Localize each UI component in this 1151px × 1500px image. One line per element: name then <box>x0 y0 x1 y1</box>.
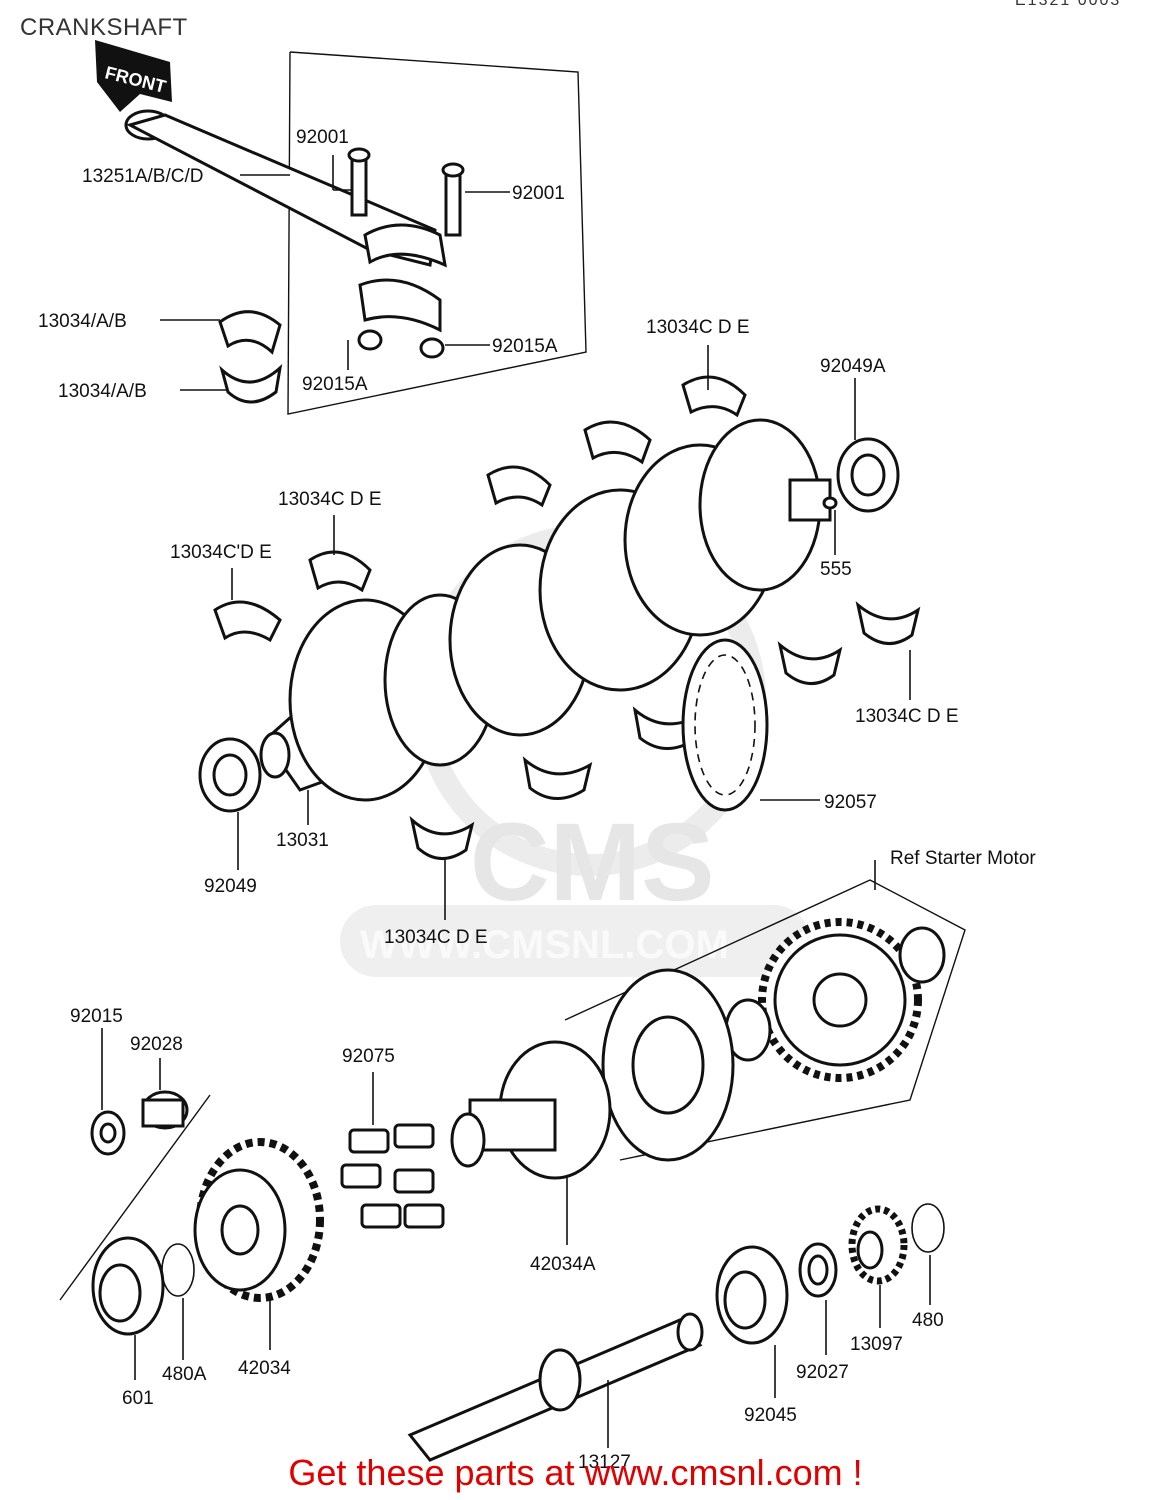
ball-bearing-92045 <box>715 1245 789 1345</box>
output-shaft <box>407 1312 704 1462</box>
label-13034cde-3: 13034C'D E <box>170 542 272 563</box>
watermark-brand: CMS <box>470 801 714 924</box>
main-bearing-upper-5 <box>681 375 747 418</box>
shaft-diagonal-guide <box>59 1094 211 1301</box>
label-13034cde-1: 13034C D E <box>646 317 750 338</box>
label-92028: 92028 <box>130 1034 183 1055</box>
label-13034cde-2: 13034C D E <box>278 489 382 510</box>
rod-bolt-right <box>441 162 465 237</box>
rod-nut-right <box>419 337 445 359</box>
page-title: CRANKSHAFT <box>20 14 188 41</box>
leader-lines <box>101 155 931 1448</box>
label-42034a: 42034A <box>530 1254 596 1275</box>
main-bearing-upper-1 <box>213 600 282 643</box>
main-bearing-lower-2 <box>522 756 593 800</box>
label-13034ab-upper: 13034/A/B <box>38 311 127 332</box>
main-bearing-upper-4 <box>583 420 652 465</box>
starter-clutch-body <box>601 968 735 1162</box>
label-92075: 92075 <box>342 1046 395 1067</box>
collar-92027 <box>798 1242 838 1298</box>
main-bearing-upper-3 <box>486 465 552 508</box>
label-555: 555 <box>820 559 852 580</box>
primary-chain <box>681 638 769 812</box>
label-13097: 13097 <box>850 1334 903 1355</box>
oil-seal-left <box>198 737 262 813</box>
diagram-reference-code: E1321 0003 <box>1015 0 1122 9</box>
main-bearing-upper-2 <box>308 550 372 593</box>
rod-bearing-lower <box>219 364 283 404</box>
label-92049a: 92049A <box>820 356 886 377</box>
damper-rubbers <box>340 1123 445 1229</box>
label-13034cde-5: 13034C D E <box>384 927 488 948</box>
starter-clutch-group-frame <box>564 879 966 1161</box>
label-480: 480 <box>912 1310 944 1331</box>
rod-nut-left <box>357 329 383 351</box>
front-arrow-icon: FRONT <box>95 40 172 112</box>
rod-bearing-upper <box>218 310 282 355</box>
label-92015: 92015 <box>70 1006 123 1027</box>
circlip-480a <box>161 1243 195 1297</box>
main-bearing-lower-4 <box>777 641 843 685</box>
main-bearing-lower-5 <box>855 601 921 645</box>
label-92015a-right: 92015A <box>492 336 558 357</box>
main-bearing-lower-1 <box>409 815 475 860</box>
rod-bolt-left <box>347 147 371 217</box>
label-13031: 13031 <box>276 830 329 851</box>
label-13127: 13127 <box>578 1452 631 1473</box>
label-92001-right: 92001 <box>512 183 565 204</box>
label-13251: 13251A/B/C/D <box>82 166 203 187</box>
label-601: 601 <box>122 1388 154 1409</box>
connecting-rod <box>124 109 447 333</box>
label-92027: 92027 <box>796 1362 849 1383</box>
label-13034cde-4: 13034C D E <box>855 706 959 727</box>
label-42034: 42034 <box>238 1358 291 1379</box>
label-480a: 480A <box>162 1364 207 1385</box>
get-parts-link[interactable]: Get these parts at www.cmsnl.com ! <box>288 1452 863 1493</box>
starter-washer-right <box>898 926 946 984</box>
circlip-480 <box>911 1203 945 1253</box>
label-92045: 92045 <box>744 1405 797 1426</box>
nut-92015 <box>90 1110 126 1156</box>
label-92015a-left: 92015A <box>302 374 368 395</box>
connecting-rod-group-frame <box>287 51 587 415</box>
sprocket-13097 <box>848 1205 908 1285</box>
gear-42034 <box>193 1138 324 1302</box>
oil-seal-right <box>836 437 900 513</box>
ball-bearing-601 <box>91 1236 165 1336</box>
dowel-pin <box>822 496 838 510</box>
label-92049: 92049 <box>204 876 257 897</box>
starter-clutch-gear <box>758 918 922 1082</box>
crankshaft <box>259 418 832 802</box>
label-ref-starter-motor: Ref Starter Motor <box>890 848 1036 869</box>
primary-driven-hub <box>450 1040 612 1180</box>
label-13034ab-lower: 13034/A/B <box>58 381 147 402</box>
label-92001-left: 92001 <box>296 127 349 148</box>
label-92057: 92057 <box>824 792 877 813</box>
watermark-url: WWW.CMSNL.COM <box>360 923 729 967</box>
collar-92028 <box>141 1090 189 1130</box>
part-labels: 13251A/B/C/D 92001 92001 13034/A/B 13034… <box>38 127 1036 1473</box>
